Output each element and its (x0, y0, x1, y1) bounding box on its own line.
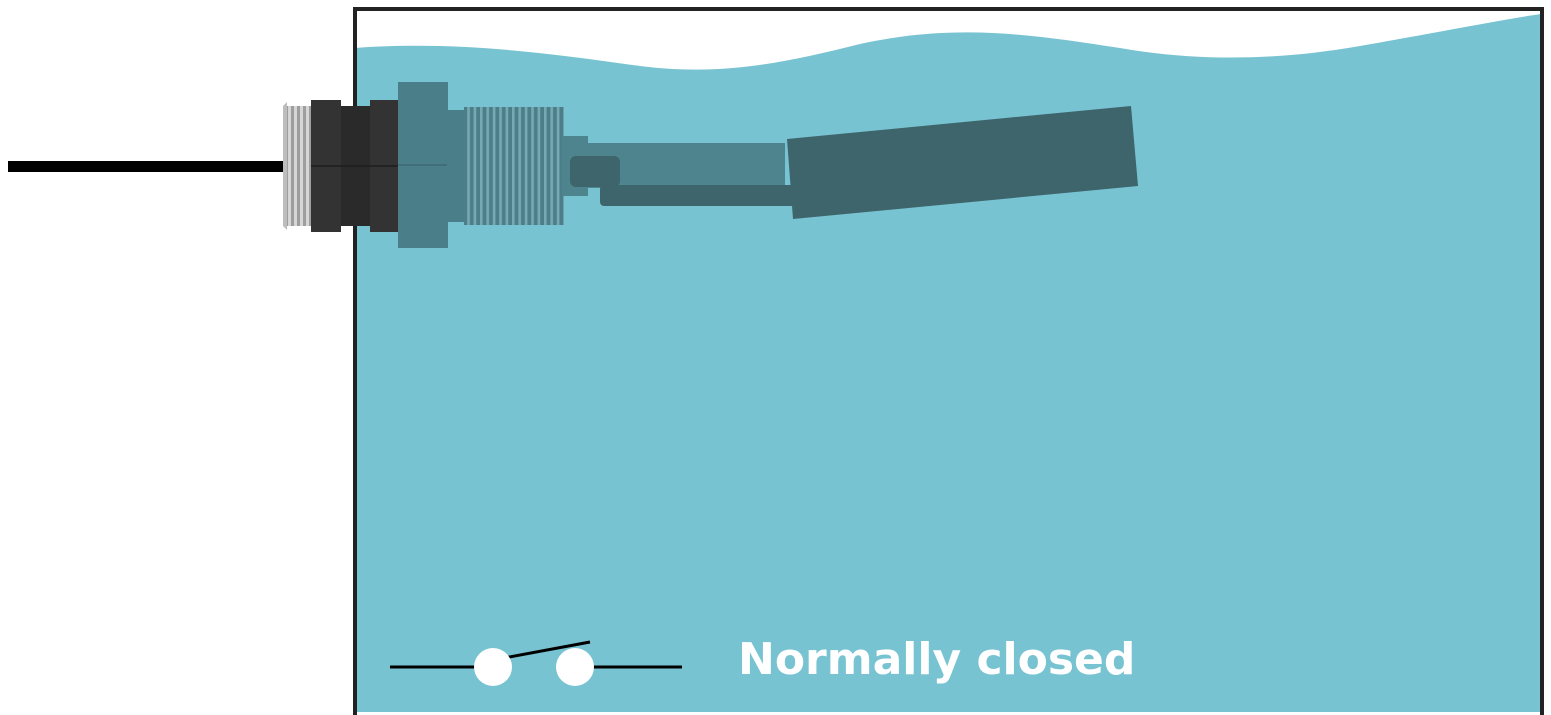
switch-state-caption: Normally closed (738, 634, 1136, 685)
tank-outline (353, 7, 1544, 715)
float (787, 106, 1138, 219)
switch-symbol (390, 640, 682, 686)
cable (8, 161, 286, 172)
threaded-shaft (447, 107, 564, 225)
switch-contact-left (474, 648, 512, 686)
switch-blade (492, 640, 591, 662)
threaded-fitting (283, 102, 313, 230)
stem (562, 136, 800, 206)
hex-nut (398, 82, 448, 248)
lock-nuts (311, 100, 400, 232)
switch-contact-right (556, 648, 594, 686)
